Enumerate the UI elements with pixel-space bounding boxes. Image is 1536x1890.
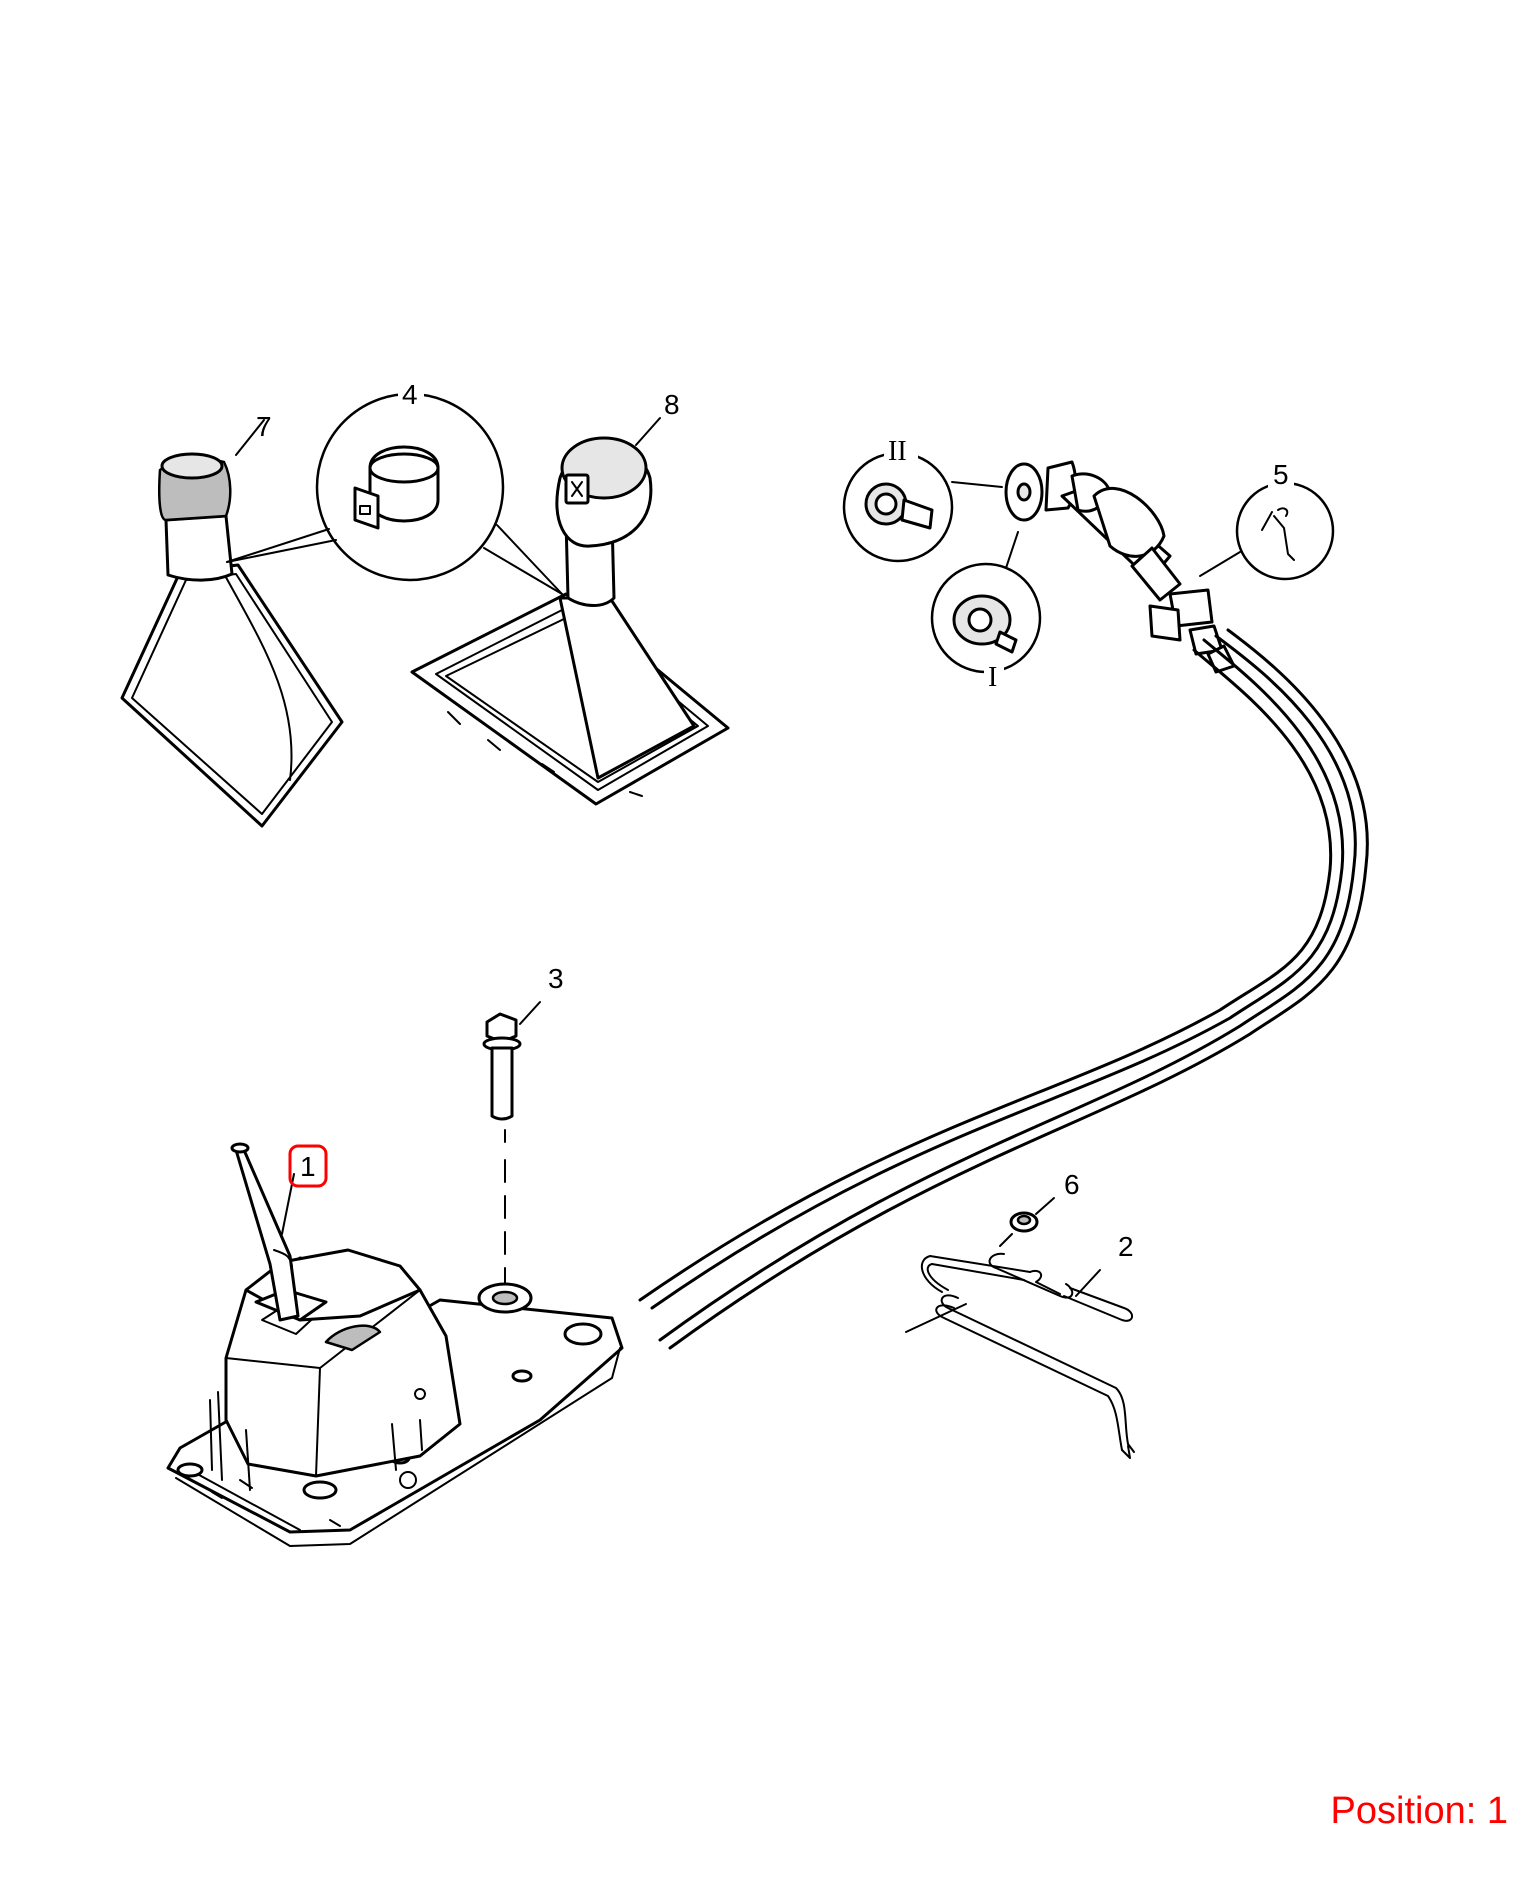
detail-ii-gap: [884, 436, 918, 466]
callout-4[interactable]: 4: [402, 379, 418, 410]
detail-4-gap: [398, 378, 424, 408]
callout-i[interactable]: I: [988, 662, 997, 693]
selected-callout-highlight: [288, 1144, 328, 1188]
cable-end-fittings[interactable]: [1004, 460, 1236, 674]
leader-7: [235, 419, 265, 456]
part-3-bolt[interactable]: [482, 1012, 522, 1293]
callout-ii[interactable]: II: [888, 436, 907, 467]
leader-8: [635, 417, 661, 446]
callout-2[interactable]: 2: [1118, 1231, 1134, 1262]
position-indicator: Position: 1: [1330, 1790, 1508, 1832]
callout-8[interactable]: 8: [664, 389, 680, 420]
part-6-nut[interactable]: [999, 1211, 1039, 1247]
callout-6[interactable]: 6: [1064, 1169, 1080, 1200]
part-1-gear-shifter[interactable]: [166, 1142, 624, 1547]
detail-ii-cable-end[interactable]: [842, 451, 1003, 563]
leader-2: [1075, 1269, 1101, 1297]
shift-cables[interactable]: [638, 628, 1369, 1350]
callout-7[interactable]: 7: [256, 411, 272, 442]
part-8-shift-boot-frame[interactable]: [410, 436, 730, 806]
leader-6: [1035, 1197, 1055, 1215]
detail-5-gap: [1268, 458, 1294, 488]
callout-3[interactable]: 3: [548, 963, 564, 994]
part-5-retaining-clip[interactable]: [1199, 481, 1335, 581]
detail-i-cable-end[interactable]: [930, 531, 1042, 674]
callout-1[interactable]: 1: [300, 1151, 316, 1182]
callout-5[interactable]: 5: [1273, 459, 1289, 490]
detail-i-gap: [984, 660, 1004, 690]
leader-3: [519, 1001, 541, 1025]
part-2-wire-bracket[interactable]: [905, 1252, 1135, 1459]
part-7-shift-boot[interactable]: [120, 452, 344, 828]
part-4-clip-detail[interactable]: [226, 392, 563, 595]
